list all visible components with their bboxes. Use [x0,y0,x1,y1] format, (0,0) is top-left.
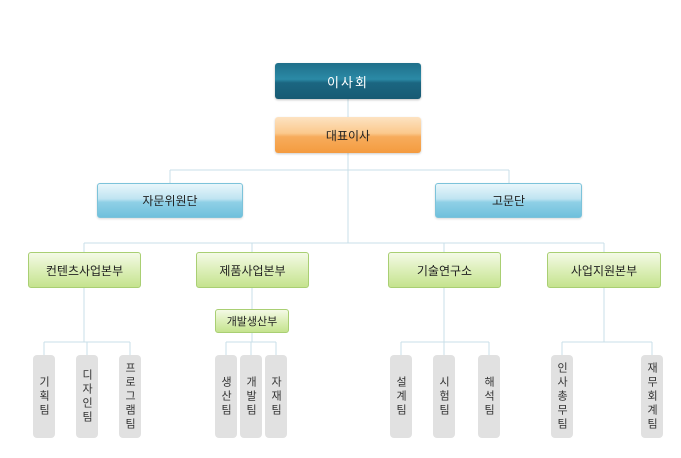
advisors-label: 고문단 [491,194,526,208]
team-finance: 재무회계팀 [641,355,663,438]
team-testing-label: 시험팀 [437,375,451,418]
team-design: 디자인팀 [76,355,98,438]
division-research-label: 기술연구소 [416,263,473,278]
team-planning: 기획팀 [33,355,55,438]
sub-unit-box: 개발생산부 [215,309,289,333]
team-planning-label: 기획팀 [37,375,51,418]
team-design-engineering-label: 설계팀 [394,375,408,418]
team-development-label: 개발팀 [244,375,258,418]
team-hr-admin: 인사총무팀 [551,355,573,438]
advisory-committee-box: 자문위원단 [97,183,243,218]
division-content-label: 컨텐츠사업본부 [45,263,124,278]
division-product-label: 제품사업본부 [219,263,286,278]
team-testing: 시험팀 [433,355,455,438]
division-research-box: 기술연구소 [388,252,501,288]
team-program-label: 프로그램팀 [123,361,137,432]
division-content-box: 컨텐츠사업본부 [28,252,141,288]
team-design-label: 디자인팀 [80,368,94,425]
division-support-label: 사업지원본부 [570,263,638,278]
ceo-label: 대표이사 [325,128,371,143]
team-program: 프로그램팀 [119,355,141,438]
team-design-engineering: 설계팀 [390,355,412,438]
team-development: 개발팀 [240,355,262,438]
division-support-box: 사업지원본부 [547,252,661,288]
team-materials-label: 자재팀 [269,375,283,418]
advisors-box: 고문단 [435,183,582,218]
team-production-label: 생산팀 [219,375,233,418]
board-label: 이사회 [327,75,369,91]
division-product-box: 제품사업본부 [196,252,309,288]
team-production: 생산팀 [215,355,237,438]
sub-unit-label: 개발생산부 [226,315,278,328]
ceo-box: 대표이사 [275,117,421,153]
team-materials: 자재팀 [265,355,287,438]
team-hr-admin-label: 인사총무팀 [555,361,569,432]
board-box: 이사회 [275,63,421,99]
advisory-committee-label: 자문위원단 [142,194,198,208]
team-analysis-label: 해석팀 [482,375,496,418]
team-finance-label: 재무회계팀 [645,361,659,432]
team-analysis: 해석팀 [478,355,500,438]
